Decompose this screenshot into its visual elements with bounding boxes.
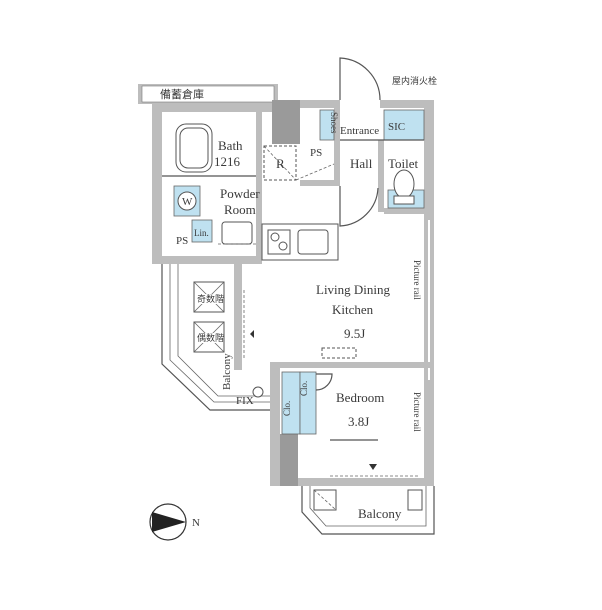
bedroom-left-wall (270, 368, 280, 486)
toilet-bowl (393, 169, 415, 199)
toilet-label: Toilet (388, 156, 419, 171)
storage-box (141, 85, 275, 103)
balcony-bottom-outline (301, 486, 435, 535)
burner-2 (278, 241, 288, 251)
bedroom-details (281, 371, 420, 477)
bathtub-inner (179, 127, 209, 169)
balcony-unit-box (407, 489, 423, 511)
compass-arrow-icon (152, 512, 186, 532)
bath-label: Bath (218, 138, 243, 153)
stove (267, 229, 291, 255)
washer-label: W (182, 196, 193, 208)
bath-bottom-wall (152, 256, 262, 264)
north-compass: N (149, 503, 200, 541)
left-wall-upper (152, 104, 162, 262)
toilet-left-wall (378, 140, 384, 212)
ldk-details (243, 290, 357, 360)
burner-1 (270, 232, 280, 242)
bottom-wall (298, 478, 434, 486)
ldk-size-label: 9.5J (344, 326, 365, 341)
bath-size-label: 1216 (214, 154, 241, 169)
fridge-door-line (295, 163, 335, 181)
ldk-window-arrow (250, 330, 254, 338)
toilet-bottom-wall (384, 208, 430, 214)
sic-closet (383, 109, 425, 141)
ac-even-label-bg (196, 333, 222, 343)
ac-odd-label: 奇数階 (197, 293, 224, 304)
ac-odd-label-bg (196, 294, 222, 304)
hall-label: Hall (350, 156, 373, 171)
bedroom-label: Bedroom (336, 390, 384, 405)
powder-room-label-2: Room (224, 202, 256, 217)
linen-closet (191, 219, 213, 243)
picture-rail-ldk-label: Picture rail (412, 260, 422, 300)
balcony-left-inner2 (177, 264, 270, 397)
column-top (272, 100, 300, 144)
bedroom-size-label: 3.8J (348, 414, 369, 429)
linen-label: Lin. (194, 228, 209, 238)
balcony-left-inner (169, 264, 270, 403)
ldk-bedroom-wall (270, 362, 434, 368)
ldk-vent (321, 347, 357, 359)
shoes-label: Shoes (329, 112, 339, 134)
balcony-bottom-inner (309, 486, 427, 527)
top-wall-right (380, 100, 430, 108)
north-label: N (192, 517, 200, 529)
ps-top-label: PS (310, 147, 322, 159)
fridge-area (263, 145, 335, 181)
hydrant-label: 屋内消火栓 (392, 75, 437, 86)
top-wall-mid (300, 100, 340, 108)
balcony-left (161, 264, 270, 411)
kitchen-sink (297, 229, 329, 255)
picture-rail-gap (428, 220, 430, 380)
walls (138, 84, 434, 486)
washer-icon (177, 191, 197, 211)
powder-room-label-1: Powder (220, 186, 260, 201)
bedroom-window-arrow (369, 464, 377, 470)
closet-b-label: Clo. (299, 381, 309, 396)
balcony-bottom (301, 486, 435, 535)
fridge-label: R (276, 156, 285, 171)
entrance-door-swing (339, 57, 381, 101)
picture-rail-bedroom-label: Picture rail (412, 392, 422, 432)
sic-label: SIC (388, 121, 405, 133)
wash-basin (221, 221, 253, 245)
bath-partition (256, 112, 262, 262)
hall-left-wall (334, 104, 340, 184)
balcony-left-outline (161, 264, 270, 411)
ldk-label-1: Living Dining (316, 282, 391, 297)
balcony-bottom-label: Balcony (358, 506, 402, 521)
ps-left-label: PS (176, 235, 188, 247)
entrance-area (319, 57, 425, 227)
ldk-label-2: Kitchen (332, 302, 374, 317)
hall-door-swing (339, 186, 379, 227)
shoes-closet (319, 109, 335, 141)
closet-a-label: Clo. (282, 401, 292, 416)
storage-label: 備蓄倉庫 (160, 87, 204, 101)
toilet-tank (393, 195, 415, 205)
kitchen-counter (261, 223, 339, 261)
fridge-diagonal (263, 145, 297, 181)
closet-b-box (299, 371, 317, 435)
closet-door-swing (315, 373, 333, 391)
drain-icon (252, 386, 264, 398)
ac-even-label: 偶数階 (197, 332, 224, 343)
balcony-left-label: Balcony (221, 353, 233, 390)
entrance-label: Entrance (340, 125, 379, 137)
bath-top-wall (152, 104, 272, 112)
hall-bottom-wall (300, 180, 340, 186)
ldk-left-wall (234, 256, 242, 370)
fix-label: FIX (236, 395, 254, 407)
bath-fixtures (162, 123, 256, 245)
